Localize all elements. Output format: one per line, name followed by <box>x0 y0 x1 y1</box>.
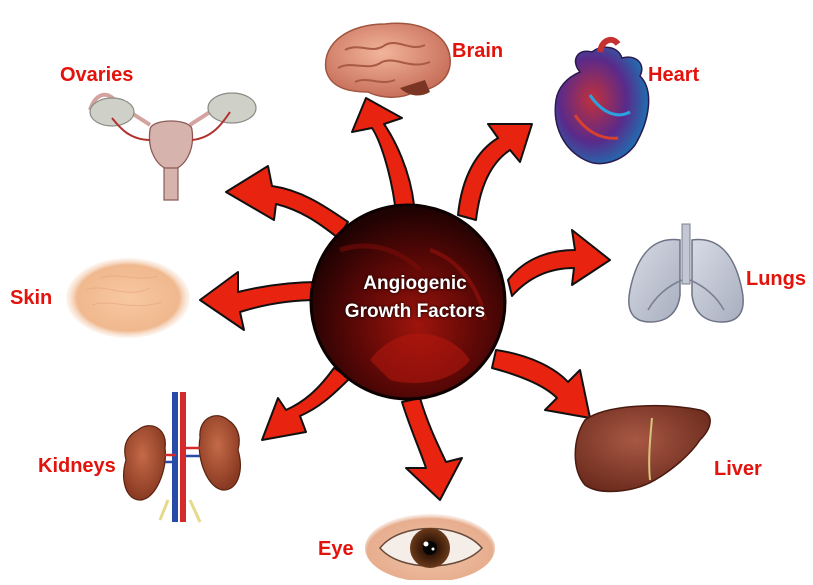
label-brain: Brain <box>452 40 503 63</box>
arrow-to-kidneys <box>262 368 350 440</box>
arrow-to-ovaries <box>226 166 348 238</box>
brain-illustration <box>326 23 451 97</box>
ovaries-illustration <box>90 93 256 200</box>
label-lungs: Lungs <box>746 268 806 291</box>
arrow-to-liver <box>492 350 590 418</box>
arrow-to-heart <box>458 124 532 220</box>
lungs-illustration <box>629 224 743 322</box>
liver-illustration <box>575 406 710 492</box>
label-eye: Eye <box>318 538 354 561</box>
hub-title-line2: Growth Factors <box>300 300 530 324</box>
label-heart: Heart <box>648 64 699 87</box>
label-kidneys: Kidneys <box>38 455 116 478</box>
label-ovaries: Ovaries <box>60 64 133 87</box>
label-skin: Skin <box>10 287 52 310</box>
arrow-to-eye <box>402 398 462 500</box>
arrow-to-brain <box>352 98 414 205</box>
eye-illustration <box>365 514 495 580</box>
skin-illustration <box>66 258 190 338</box>
hub-title-line1: Angiogenic <box>300 272 530 296</box>
kidneys-illustration <box>124 392 241 522</box>
heart-illustration <box>555 40 648 164</box>
label-liver: Liver <box>714 458 762 481</box>
